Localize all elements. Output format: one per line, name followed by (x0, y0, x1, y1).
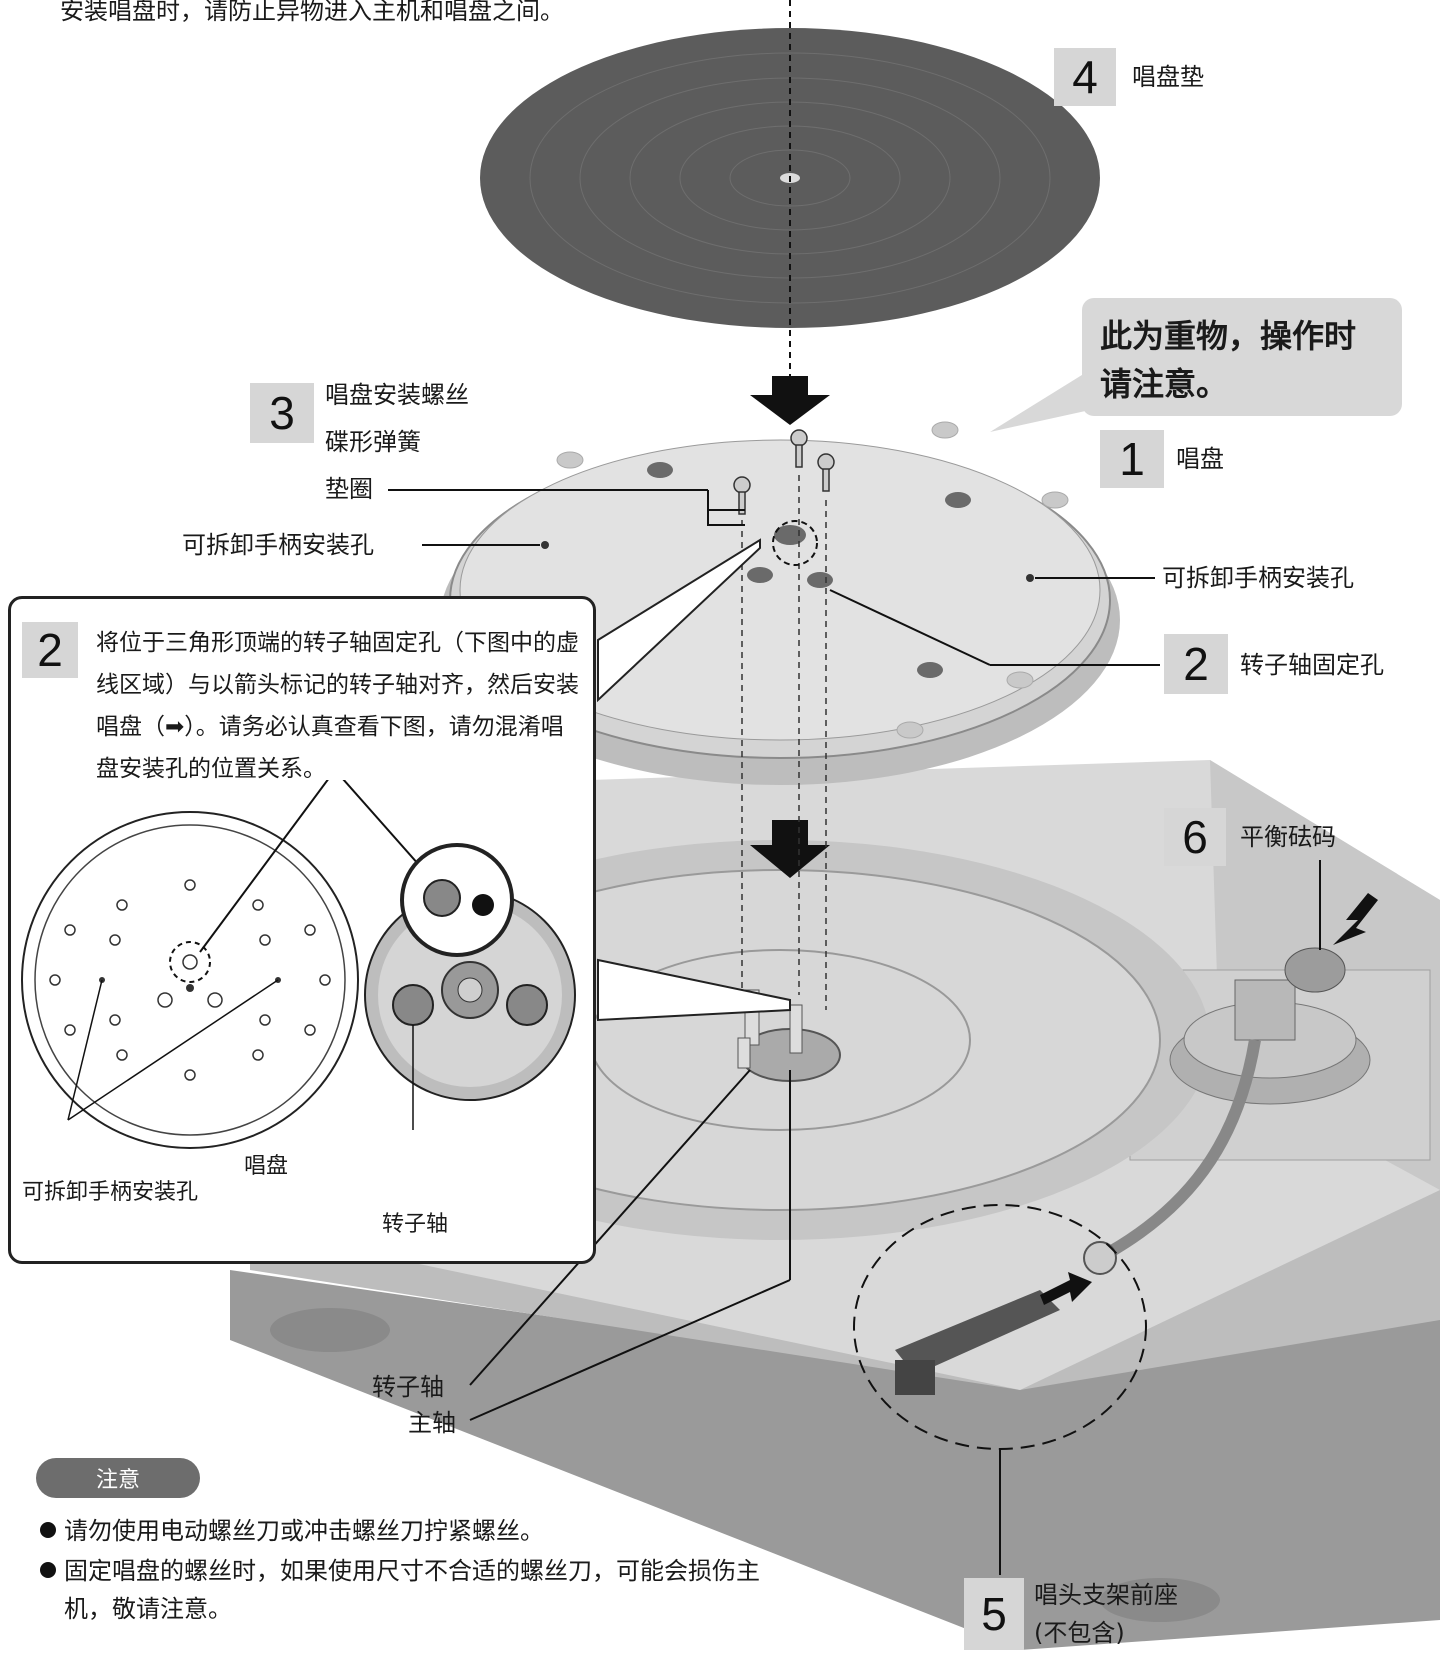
item-6-number: 6 (1164, 808, 1226, 866)
item-5-label-line2: (不包含) (1034, 1619, 1125, 1647)
callout-instruction: 将位于三角形顶端的转子轴固定孔（下图中的虚线区域）与以箭头标记的转子轴对齐，然后… (96, 630, 579, 782)
caution-item-2: 固定唱盘的螺丝时，如果使用尺寸不合适的螺丝刀，可能会损伤主 (40, 1552, 760, 1590)
item-5-number: 5 (964, 1578, 1024, 1650)
callout-rotor-label: 转子轴 (382, 1212, 449, 1237)
item-3-washer-label: 垫圈 (325, 475, 373, 503)
tonearm (1083, 947, 1371, 1275)
callout-number: 2 (22, 622, 78, 678)
item-2-number: 2 (1164, 634, 1228, 694)
caution-item-2-cont: 机，敬请注意。 (64, 1595, 232, 1623)
item-3-screw-label: 唱盘安装螺丝 (325, 381, 469, 409)
connect-arrow (1040, 1272, 1092, 1305)
item-3-spring-label: 碟形弹簧 (325, 428, 421, 456)
leader-lines (388, 489, 1321, 1575)
item-1-number: 1 (1100, 430, 1164, 488)
caution-title: 注意 (36, 1458, 200, 1498)
bullet-dot-icon (40, 1522, 56, 1538)
rotor-shaft-label: 转子轴 (372, 1373, 444, 1401)
item-4-number: 4 (1054, 48, 1116, 106)
down-arrow-lower (750, 820, 830, 878)
handle-hole-label-right: 可拆卸手柄安装孔 (1162, 564, 1354, 592)
note-tail (990, 370, 1090, 432)
callout-detail-drawing (21, 780, 576, 1149)
item-4-label: 唱盘垫 (1132, 63, 1204, 91)
item-1-label: 唱盘 (1176, 445, 1224, 473)
top-note: 安装唱盘时，请防止异物进入主机和唱盘之间。 (60, 0, 564, 25)
heavy-warning-note: 此为重物，操作时请注意。 (1082, 298, 1402, 416)
callout-wedge-bottom (597, 958, 791, 1022)
down-arrow-upper (750, 376, 830, 425)
headshell (895, 1290, 1060, 1395)
item-6-label: 平衡砝码 (1240, 823, 1336, 851)
item-2-label: 转子轴固定孔 (1240, 651, 1384, 679)
callout-platter-label: 唱盘 (244, 1154, 289, 1179)
bullet-dot-icon (40, 1562, 56, 1578)
handle-hole-label-left: 可拆卸手柄安装孔 (182, 531, 374, 559)
dashed-guides (741, 475, 827, 1015)
rotor-hole-highlight (772, 520, 818, 566)
callout-handle-label: 可拆卸手柄安装孔 (22, 1180, 199, 1205)
item-3-number: 3 (250, 383, 314, 443)
caution-item-1: 请勿使用电动螺丝刀或冲击螺丝刀拧紧螺丝。 (40, 1512, 544, 1550)
weight-arrow (1333, 893, 1378, 945)
main-shaft-label: 主轴 (408, 1409, 456, 1437)
item-5-label-line1: 唱头支架前座 (1034, 1581, 1178, 1609)
callout-wedge-top (597, 538, 761, 703)
headshell-highlight (853, 1204, 1147, 1450)
mounting-screws (733, 429, 835, 515)
